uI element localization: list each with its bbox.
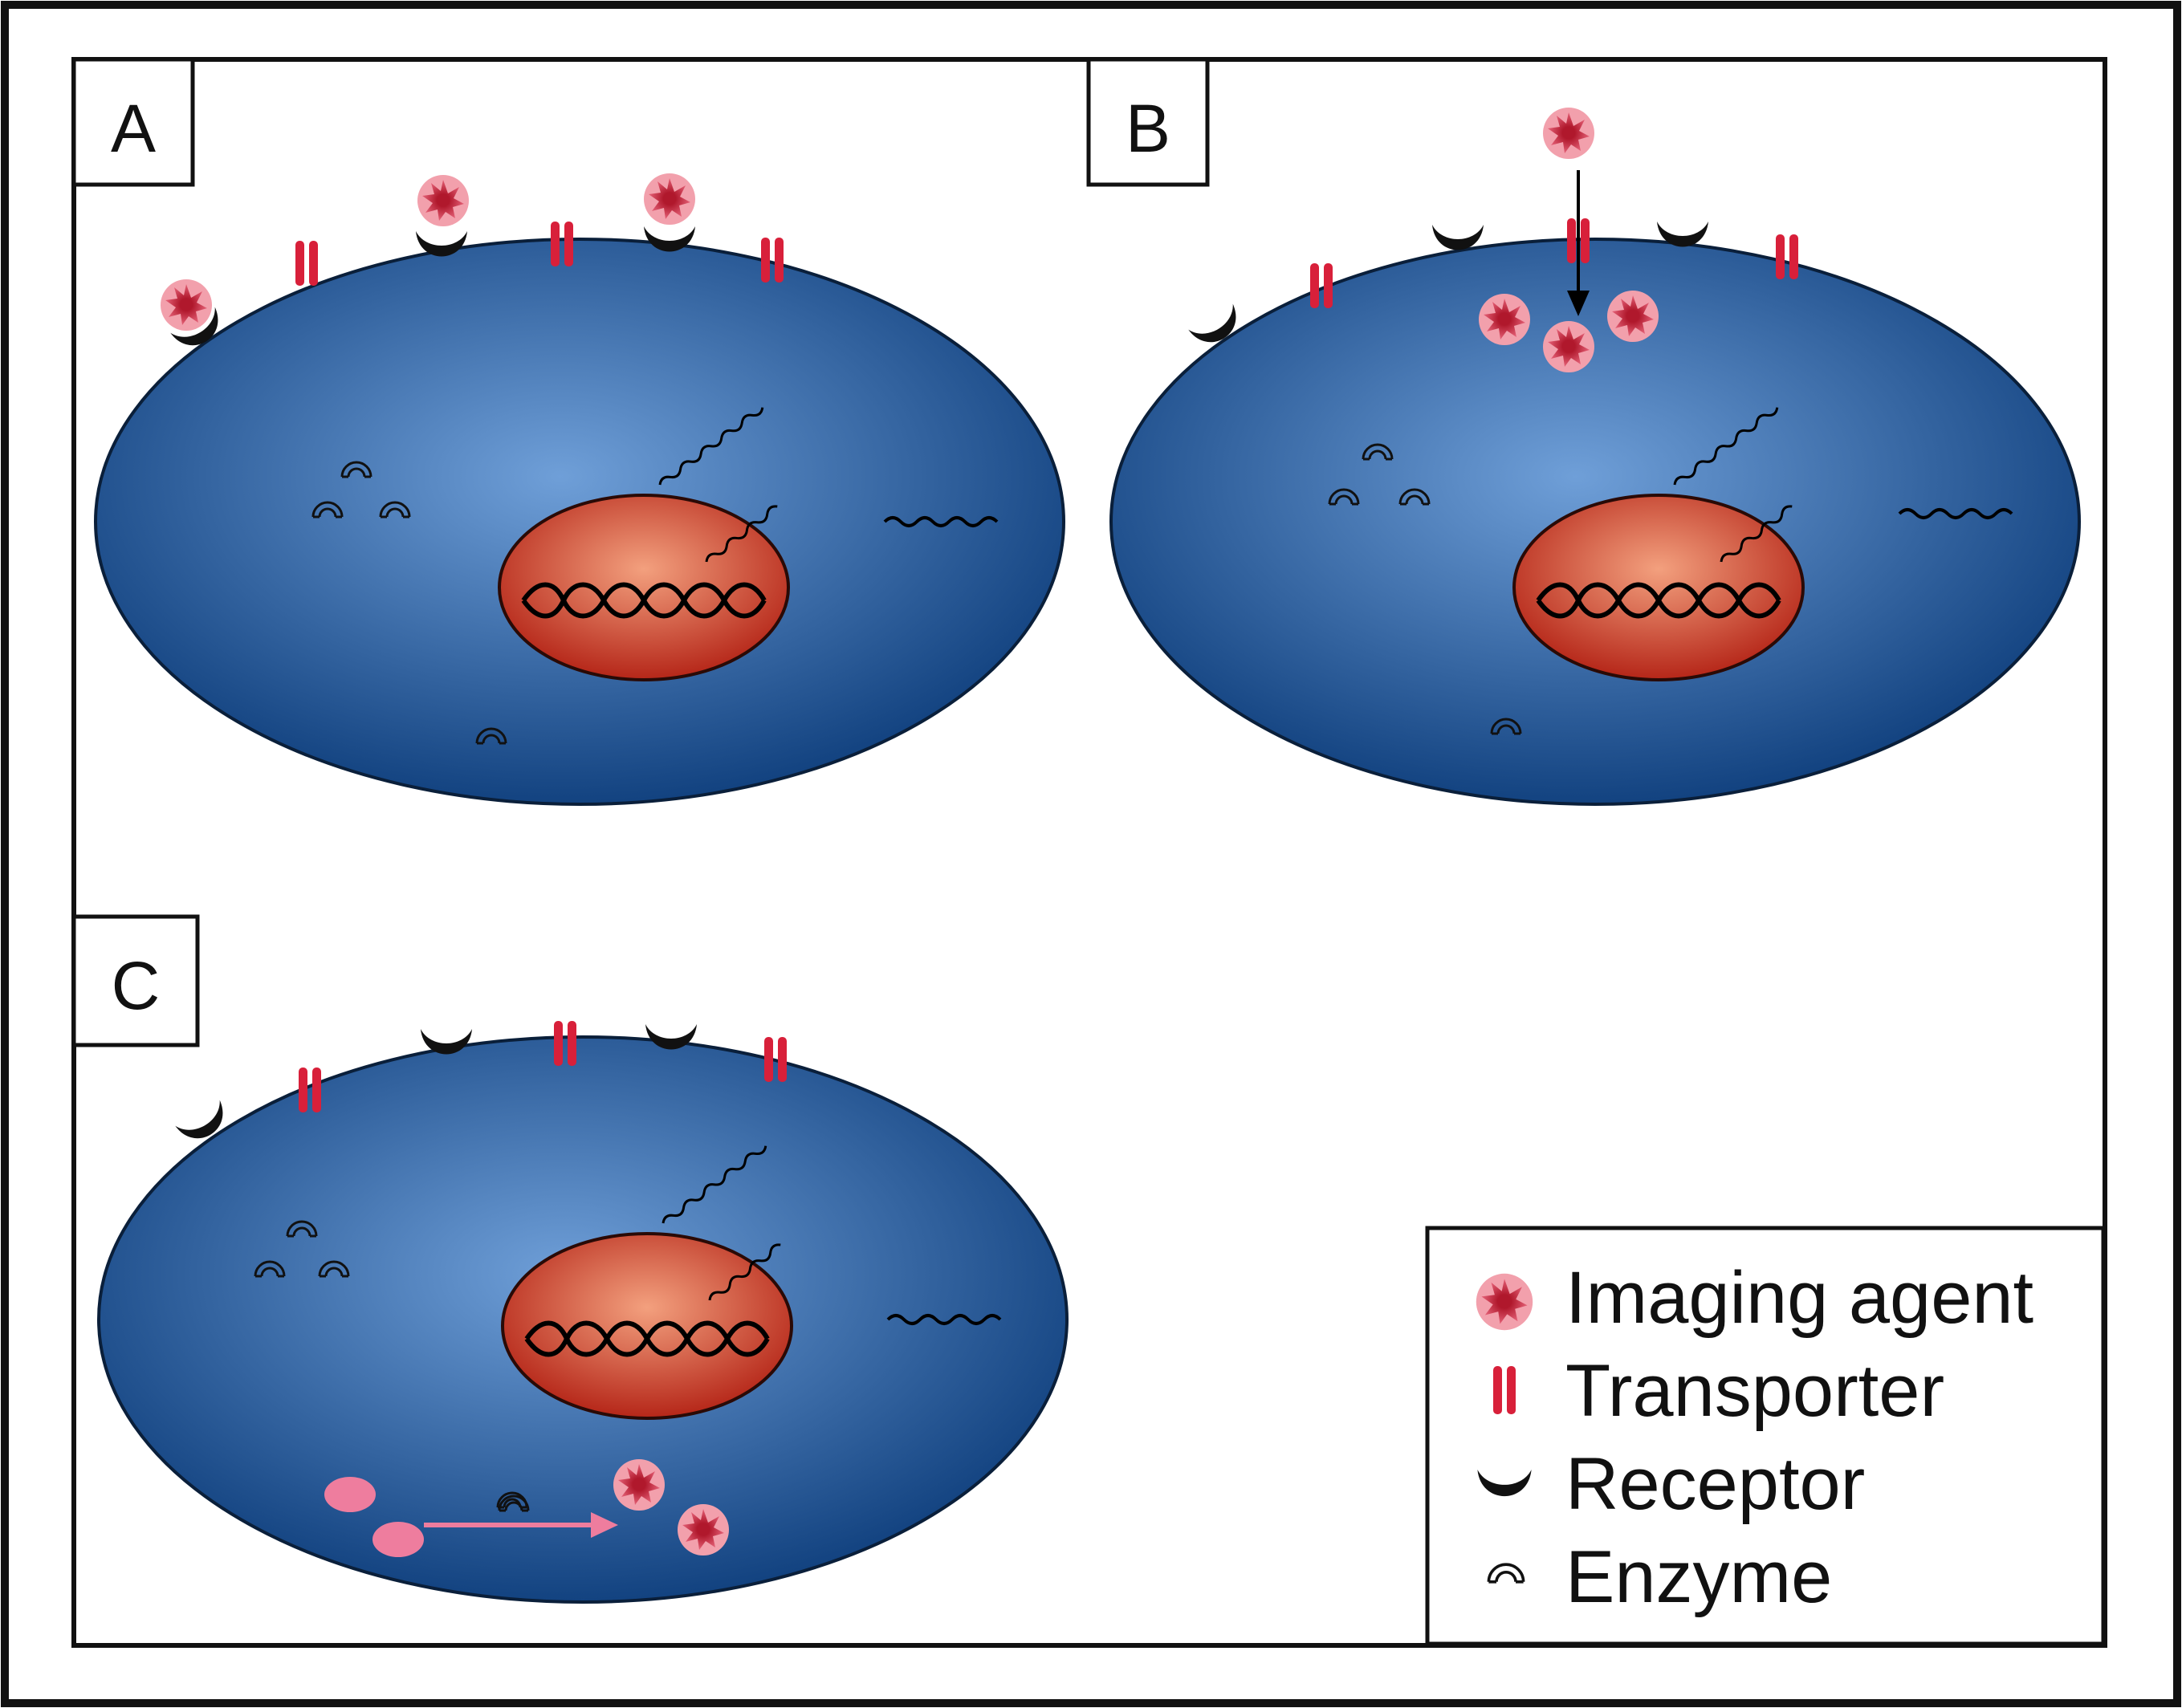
receptor-icon (644, 226, 695, 252)
legend: Imaging agent Transporter Receptor Enzym… (1425, 1226, 2106, 1646)
panel-label-box (1086, 57, 1210, 187)
transporter-icon (1310, 263, 1333, 308)
transporter-icon (295, 241, 318, 286)
enzyme-icon (1362, 443, 1394, 461)
receptor-icon (170, 307, 218, 346)
transporter-icon (554, 1021, 576, 1066)
receptor-icon (175, 1100, 223, 1139)
enzyme-icon (318, 1260, 350, 1278)
mrna-strand (705, 505, 778, 563)
panel-label: C (112, 948, 161, 1023)
mrna-strand (658, 407, 764, 486)
imaging-agent-icon (1543, 108, 1594, 159)
transporter-icon (1776, 234, 1798, 279)
conversion-arrow-head (591, 1512, 618, 1538)
receptor-icon (1432, 225, 1484, 250)
enzyme-icon (379, 501, 411, 518)
enzyme-icon (254, 1260, 286, 1278)
mrna-strand (1720, 505, 1793, 563)
panel-label: B (1126, 91, 1170, 166)
nucleus (1512, 494, 1805, 681)
imaging-agent-icon (644, 173, 695, 225)
imaging-agent-icon (1476, 1273, 1533, 1331)
receptor-icon (416, 231, 467, 257)
panel-b: B (1086, 57, 2081, 806)
legend-label: Enzyme (1565, 1536, 1832, 1618)
enzyme-icon (475, 727, 507, 745)
receptor-icon (1657, 222, 1708, 247)
legend-label: Transporter (1565, 1350, 1944, 1432)
imaging-agent-icon (1543, 321, 1594, 372)
receptor-icon (645, 1024, 697, 1050)
panel-label-box (71, 57, 195, 187)
enzyme-icon (340, 461, 372, 478)
imaging-agent-icon (417, 175, 469, 226)
dna-helix (521, 582, 767, 619)
mrna-strand (662, 1145, 767, 1224)
enzyme-icon (1328, 488, 1360, 506)
panel-a: A (71, 57, 1065, 806)
imaging-agent-icon (678, 1504, 729, 1556)
uptake-arrow-head (1567, 291, 1590, 316)
panel-c: C (71, 914, 1069, 1604)
panel-label-box (71, 914, 200, 1047)
enzyme-icon (1398, 488, 1431, 506)
legend-box (1425, 1226, 2106, 1646)
enzyme-icon (496, 1491, 528, 1509)
imaging-agent-icon (1607, 291, 1659, 342)
panel-label: A (111, 91, 156, 166)
substrate-molecule (372, 1522, 424, 1557)
imaging-agent-icon (1479, 294, 1530, 345)
transporter-icon (1493, 1366, 1516, 1414)
receptor-icon (421, 1029, 472, 1055)
transporter-icon (551, 222, 573, 266)
mrna-strand (1898, 508, 2013, 519)
legend-label: Imaging agent (1565, 1257, 2033, 1339)
enzyme-icon (286, 1220, 318, 1238)
transporter-icon (761, 238, 784, 283)
mrna-strand (1673, 407, 1779, 486)
transporter-icon (1567, 218, 1590, 263)
mrna-strand (886, 1314, 1002, 1325)
enzyme-icon (1490, 718, 1522, 735)
dna-helix (524, 1320, 770, 1357)
mrna-strand (708, 1243, 781, 1301)
nucleus (498, 494, 790, 681)
enzyme-icon (311, 501, 344, 518)
imaging-agent-icon (613, 1459, 665, 1511)
enzyme-icon (1487, 1563, 1525, 1584)
imaging-agent-icon (161, 279, 212, 331)
receptor-icon (1477, 1470, 1532, 1497)
substrate-molecule (324, 1477, 376, 1512)
dna-helix (1536, 582, 1781, 619)
transporter-icon (299, 1068, 321, 1112)
nucleus (501, 1232, 793, 1420)
transporter-icon (764, 1037, 787, 1082)
receptor-icon (1188, 303, 1236, 343)
legend-label: Receptor (1565, 1443, 1865, 1525)
mrna-strand (883, 516, 999, 527)
